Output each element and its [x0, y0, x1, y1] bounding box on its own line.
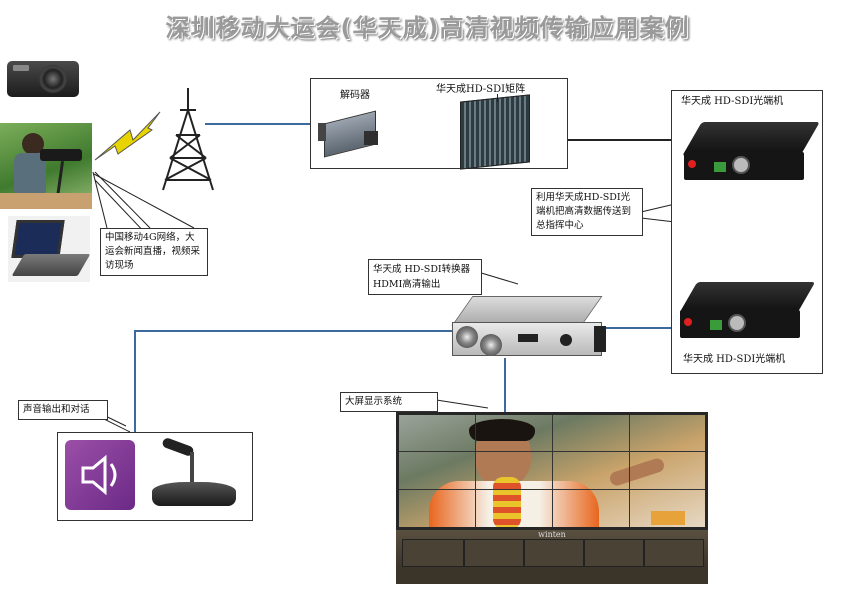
- camera-image: [5, 55, 82, 100]
- page-title: 深圳移动大运会(华天成)高清视频传输应用案例: [165, 14, 690, 42]
- matrix-label: 华天成HD-SDI矩阵: [436, 84, 526, 95]
- laptop-image: [8, 216, 91, 282]
- optic-bottom-device-icon: [678, 278, 816, 346]
- audio-callout: 声音输出和对话: [18, 400, 108, 420]
- antenna-tower-icon: [162, 88, 214, 191]
- video-wall-display: [399, 415, 705, 527]
- converter-label-line1: 华天成 HD-SDI转换器: [373, 264, 471, 275]
- matrix-device-icon: [460, 94, 530, 170]
- big-screen-callout: 大屏显示系统: [340, 392, 438, 412]
- converter-device-icon: [448, 292, 606, 364]
- wireless-lightning-icon: [94, 111, 161, 161]
- converter-callout: 华天成 HD-SDI转换器 HDMI高清输出: [368, 259, 482, 295]
- microphone-icon: [148, 436, 240, 512]
- speaker-icon: [65, 440, 135, 510]
- matrix-label-pointer: [497, 94, 498, 102]
- converter-label-line2: HDMI高清输出: [373, 279, 441, 290]
- link-converter-audio: [134, 330, 455, 432]
- decoder-label: 解码器: [340, 90, 370, 101]
- network-note-callout: 中国移动4G网络，大运会新闻直播，视频采访现场: [100, 228, 208, 276]
- photographer-image: [0, 123, 92, 209]
- optic-top-label: 华天成 HD-SDI光端机: [681, 96, 784, 107]
- optic-top-device-icon: [682, 116, 820, 186]
- audio-label: 声音输出和对话: [23, 404, 90, 415]
- display-cabinet: winten: [396, 530, 708, 584]
- optic-bottom-label: 华天成 HD-SDI光端机: [683, 354, 786, 365]
- video-wall: [396, 412, 708, 530]
- big-screen-label: 大屏显示系统: [345, 396, 403, 407]
- network-note-text: 中国移动4G网络，大运会新闻直播，视频采访现场: [105, 232, 201, 271]
- optic-note-callout: 利用华天成HD-SDI光端机把高清数据传送到总指挥中心: [531, 188, 643, 236]
- decoder-device-icon: [318, 103, 380, 158]
- screen-brand-label: winten: [538, 530, 566, 539]
- optic-note-text: 利用华天成HD-SDI光端机把高清数据传送到总指挥中心: [536, 192, 632, 231]
